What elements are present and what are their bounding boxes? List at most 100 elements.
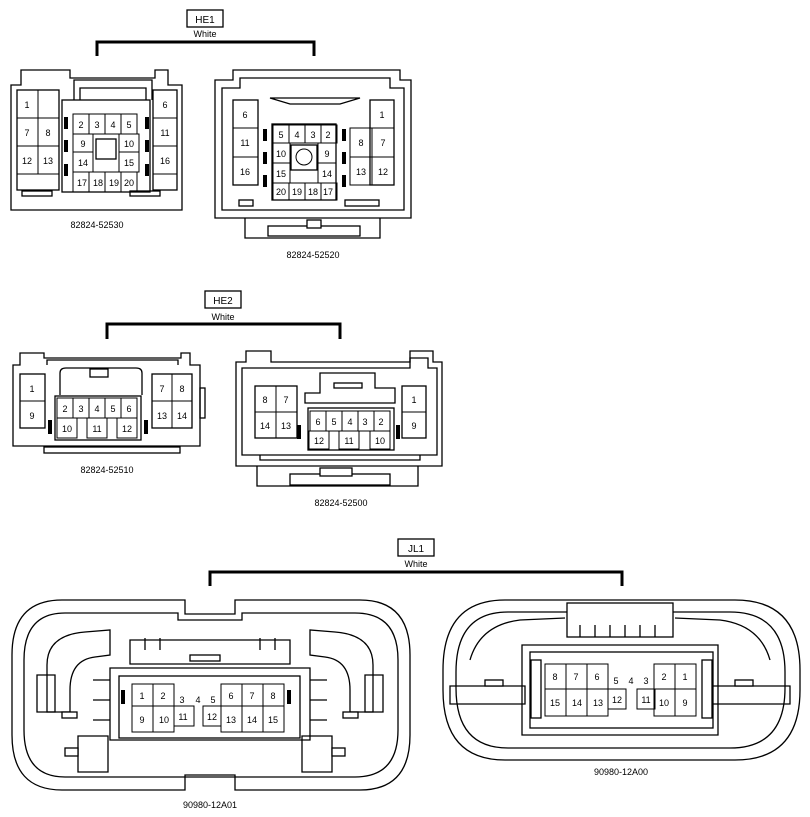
- pin-label: 4: [628, 676, 633, 686]
- pin-label: 15: [550, 698, 560, 708]
- pin-label: 13: [43, 156, 53, 166]
- pin-label: 10: [276, 149, 286, 159]
- pin-label: 13: [281, 421, 291, 431]
- part-number: 82824-52510: [80, 465, 133, 475]
- pin-label: 16: [160, 156, 170, 166]
- pin-label: 1: [379, 110, 384, 120]
- he1-label: HE1: [195, 15, 215, 26]
- pin-label: 2: [378, 417, 383, 427]
- jl1-label: JL1: [408, 544, 425, 555]
- pin-label: 3: [310, 130, 315, 140]
- he2-color: White: [211, 312, 234, 322]
- pin-label: 8: [358, 138, 363, 148]
- pin-label: 7: [573, 672, 578, 682]
- pin-label: 11: [178, 712, 187, 722]
- he1-header: HE1 White: [95, 9, 316, 56]
- part-number: 90980-12A00: [594, 767, 648, 777]
- pin-label: 5: [278, 130, 283, 140]
- pin-label: 2: [78, 120, 83, 130]
- pin-label: 7: [283, 395, 288, 405]
- pin-label: 20: [124, 178, 134, 188]
- pin-label: 3: [94, 120, 99, 130]
- pin-label: 14: [322, 169, 332, 179]
- jl1-label-box: [397, 538, 435, 557]
- pin-label: 12: [612, 695, 622, 705]
- pin-label: 11: [160, 128, 169, 138]
- pin-label: 5: [110, 404, 115, 414]
- connector-82824-52520: 6 11 16 1 8 7 13 12 5 4 3 2 10 9 15 14 2…: [214, 69, 412, 260]
- pin-label: 13: [356, 167, 366, 177]
- pin-label: 20: [276, 187, 286, 197]
- connector-90980-12A00: 8 7 6 5 4 3 2 1 15 14 13 12 11 10 9 9098…: [442, 599, 801, 777]
- pin-label: 17: [323, 187, 333, 197]
- he2-bracket: [105, 322, 342, 339]
- he2-label: HE2: [213, 296, 233, 307]
- pin-label: 15: [276, 169, 286, 179]
- pin-label: 7: [24, 128, 29, 138]
- connector-82824-52510: 1 9 7 8 13 14 2 3 4 5 6 10 11 12 82824-5…: [12, 352, 206, 475]
- pin-label: 8: [179, 384, 184, 394]
- pin-label: 7: [380, 138, 385, 148]
- pin-label: 5: [126, 120, 131, 130]
- pin-label: 11: [641, 695, 650, 705]
- pin-label: 2: [62, 404, 67, 414]
- pin-label: 2: [325, 130, 330, 140]
- pin-label: 10: [62, 424, 72, 434]
- pin-label: 4: [294, 130, 299, 140]
- pin-label: 9: [29, 411, 34, 421]
- he2-label-box: [204, 290, 242, 309]
- pin-label: 11: [344, 436, 353, 446]
- pin-label: 19: [109, 178, 119, 188]
- pin-label: 9: [324, 149, 329, 159]
- pin-label: 6: [315, 417, 320, 427]
- pin-label: 11: [92, 424, 101, 434]
- pin-label: 4: [347, 417, 352, 427]
- pin-label: 4: [94, 404, 99, 414]
- pin-label: 9: [411, 421, 416, 431]
- pin-label: 14: [247, 715, 257, 725]
- pin-label: 15: [268, 715, 278, 725]
- jl1-color: White: [404, 559, 427, 569]
- pin-label: 18: [308, 187, 318, 197]
- he1-color: White: [193, 29, 216, 39]
- pin-label: 6: [126, 404, 131, 414]
- pin-label: 1: [682, 672, 687, 682]
- pin-label: 11: [240, 138, 249, 148]
- pin-label: 1: [411, 395, 416, 405]
- pin-label: 14: [260, 421, 270, 431]
- pin-label: 2: [661, 672, 666, 682]
- pin-label: 5: [210, 695, 215, 705]
- he1-label-box: [186, 9, 224, 28]
- pin-label: 6: [162, 100, 167, 110]
- pin-label: 14: [572, 698, 582, 708]
- pin-label: 3: [643, 676, 648, 686]
- pin-label: 13: [593, 698, 603, 708]
- pin-label: 13: [157, 411, 167, 421]
- pin-label: 9: [80, 139, 85, 149]
- jl1-header: JL1 White: [208, 538, 624, 586]
- pin-label: 1: [24, 100, 29, 110]
- pin-label: 7: [249, 691, 254, 701]
- pin-label: 18: [93, 178, 103, 188]
- pin-label: 12: [22, 156, 32, 166]
- pin-label: 19: [292, 187, 302, 197]
- pin-label: 14: [177, 411, 187, 421]
- pin-label: 17: [77, 178, 87, 188]
- pin-label: 10: [124, 139, 134, 149]
- pin-label: 8: [270, 691, 275, 701]
- pin-label: 10: [159, 715, 169, 725]
- pin-label: 2: [160, 691, 165, 701]
- pin-label: 9: [139, 715, 144, 725]
- pin-label: 8: [45, 128, 50, 138]
- part-number: 82824-52520: [286, 250, 339, 260]
- pin-label: 1: [29, 384, 34, 394]
- part-number: 82824-52500: [314, 498, 367, 508]
- connector-82824-52500: 8 7 14 13 1 9 6 5 4 3 2 12 11 10 82824-5…: [235, 350, 443, 508]
- pin-label: 13: [226, 715, 236, 725]
- pin-label: 6: [242, 110, 247, 120]
- pin-label: 12: [314, 436, 324, 446]
- connector-82824-52530: 1 7 8 12 13 6 11 16 2 3 4 5 9 10 14 15 1…: [10, 69, 183, 230]
- connector-90980-12A01: 1 2 3 4 5 6 7 8 9 10 11 12 13 14 15 9098…: [11, 599, 411, 810]
- pin-label: 9: [682, 698, 687, 708]
